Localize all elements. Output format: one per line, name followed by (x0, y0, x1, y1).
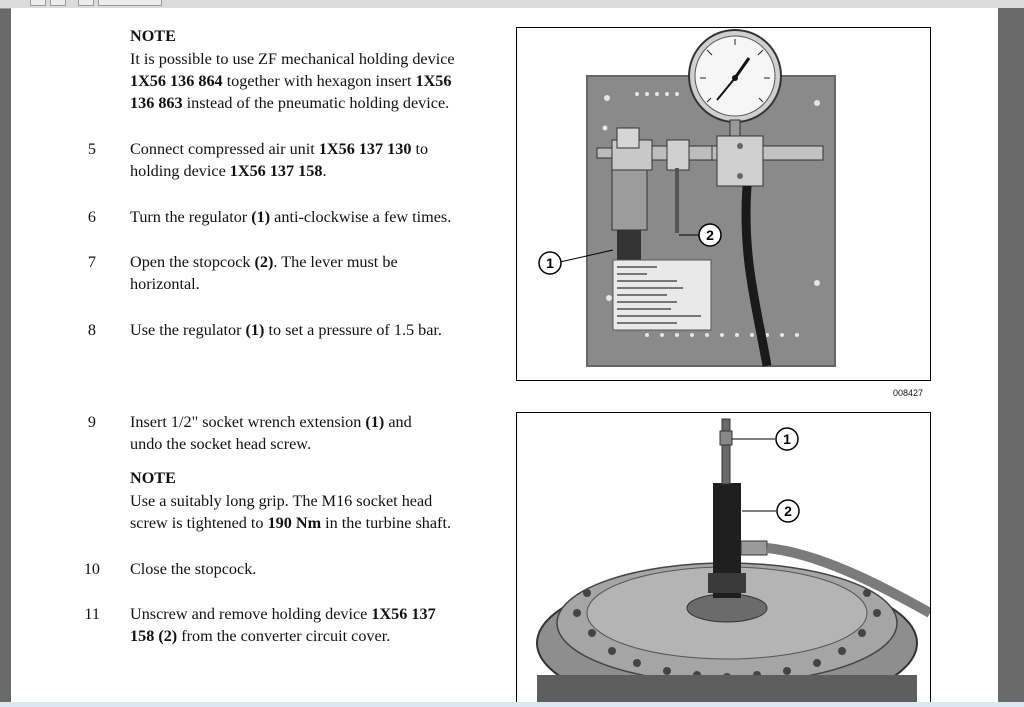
step-text: Unscrew and remove holding device 1X56 1… (130, 605, 436, 623)
step-number: 9 (87, 413, 96, 431)
figure-holding-device: 1 2 (516, 412, 931, 705)
step-text: undo the socket head screw. (130, 435, 311, 453)
photo-holding-device: 1 2 (517, 413, 930, 705)
step-text: Use the regulator (1) to set a pressure … (130, 321, 442, 339)
note-heading: NOTE (130, 27, 176, 45)
step-text: 158 (2) from the converter circuit cover… (130, 627, 391, 645)
step-text: Close the stopcock. (130, 560, 257, 578)
callout-2: 2 (706, 227, 714, 243)
note-text-line: screw is tightened to 190 Nm in the turb… (130, 514, 451, 532)
note-heading: NOTE (130, 469, 176, 487)
step-number: 6 (87, 208, 96, 226)
step-text: horizontal. (130, 275, 200, 293)
viewer-status-bar (0, 702, 1024, 707)
note-text-line: Use a suitably long grip. The M16 socket… (130, 492, 433, 510)
step-text: Turn the regulator (1) anti-clockwise a … (130, 208, 452, 226)
step-number: 11 (84, 605, 100, 623)
figure-compressed-air-unit: 1 2 (516, 27, 931, 381)
callout-2: 2 (784, 503, 792, 519)
step-text: Open the stopcock (2). The lever must be (130, 253, 398, 271)
toolbar-button[interactable] (78, 0, 94, 6)
note-text-line: 136 863 instead of the pneumatic holding… (130, 94, 450, 112)
figure-code: 008427 (893, 388, 924, 398)
step-number: 7 (87, 253, 96, 271)
step-text: Connect compressed air unit 1X56 137 130… (130, 140, 429, 158)
toolbar-button[interactable] (50, 0, 66, 6)
step-text: Insert 1/2" socket wrench extension (1) … (130, 413, 412, 431)
callout-1: 1 (783, 431, 791, 447)
viewer-gutter (998, 8, 1024, 702)
toolbar-field[interactable] (98, 0, 162, 6)
note-text-line: 1X56 136 864 together with hexagon inser… (130, 72, 452, 90)
step-number: 8 (87, 321, 96, 339)
callout-1: 1 (546, 255, 554, 271)
toolbar-button[interactable] (30, 0, 46, 6)
photo-compressed-air-unit: 1 2 (517, 28, 930, 380)
step-number: 5 (87, 140, 96, 158)
step-text: holding device 1X56 137 158. (130, 162, 327, 180)
note-text-line: It is possible to use ZF mechanical hold… (130, 50, 455, 68)
step-number: 10 (83, 560, 100, 578)
